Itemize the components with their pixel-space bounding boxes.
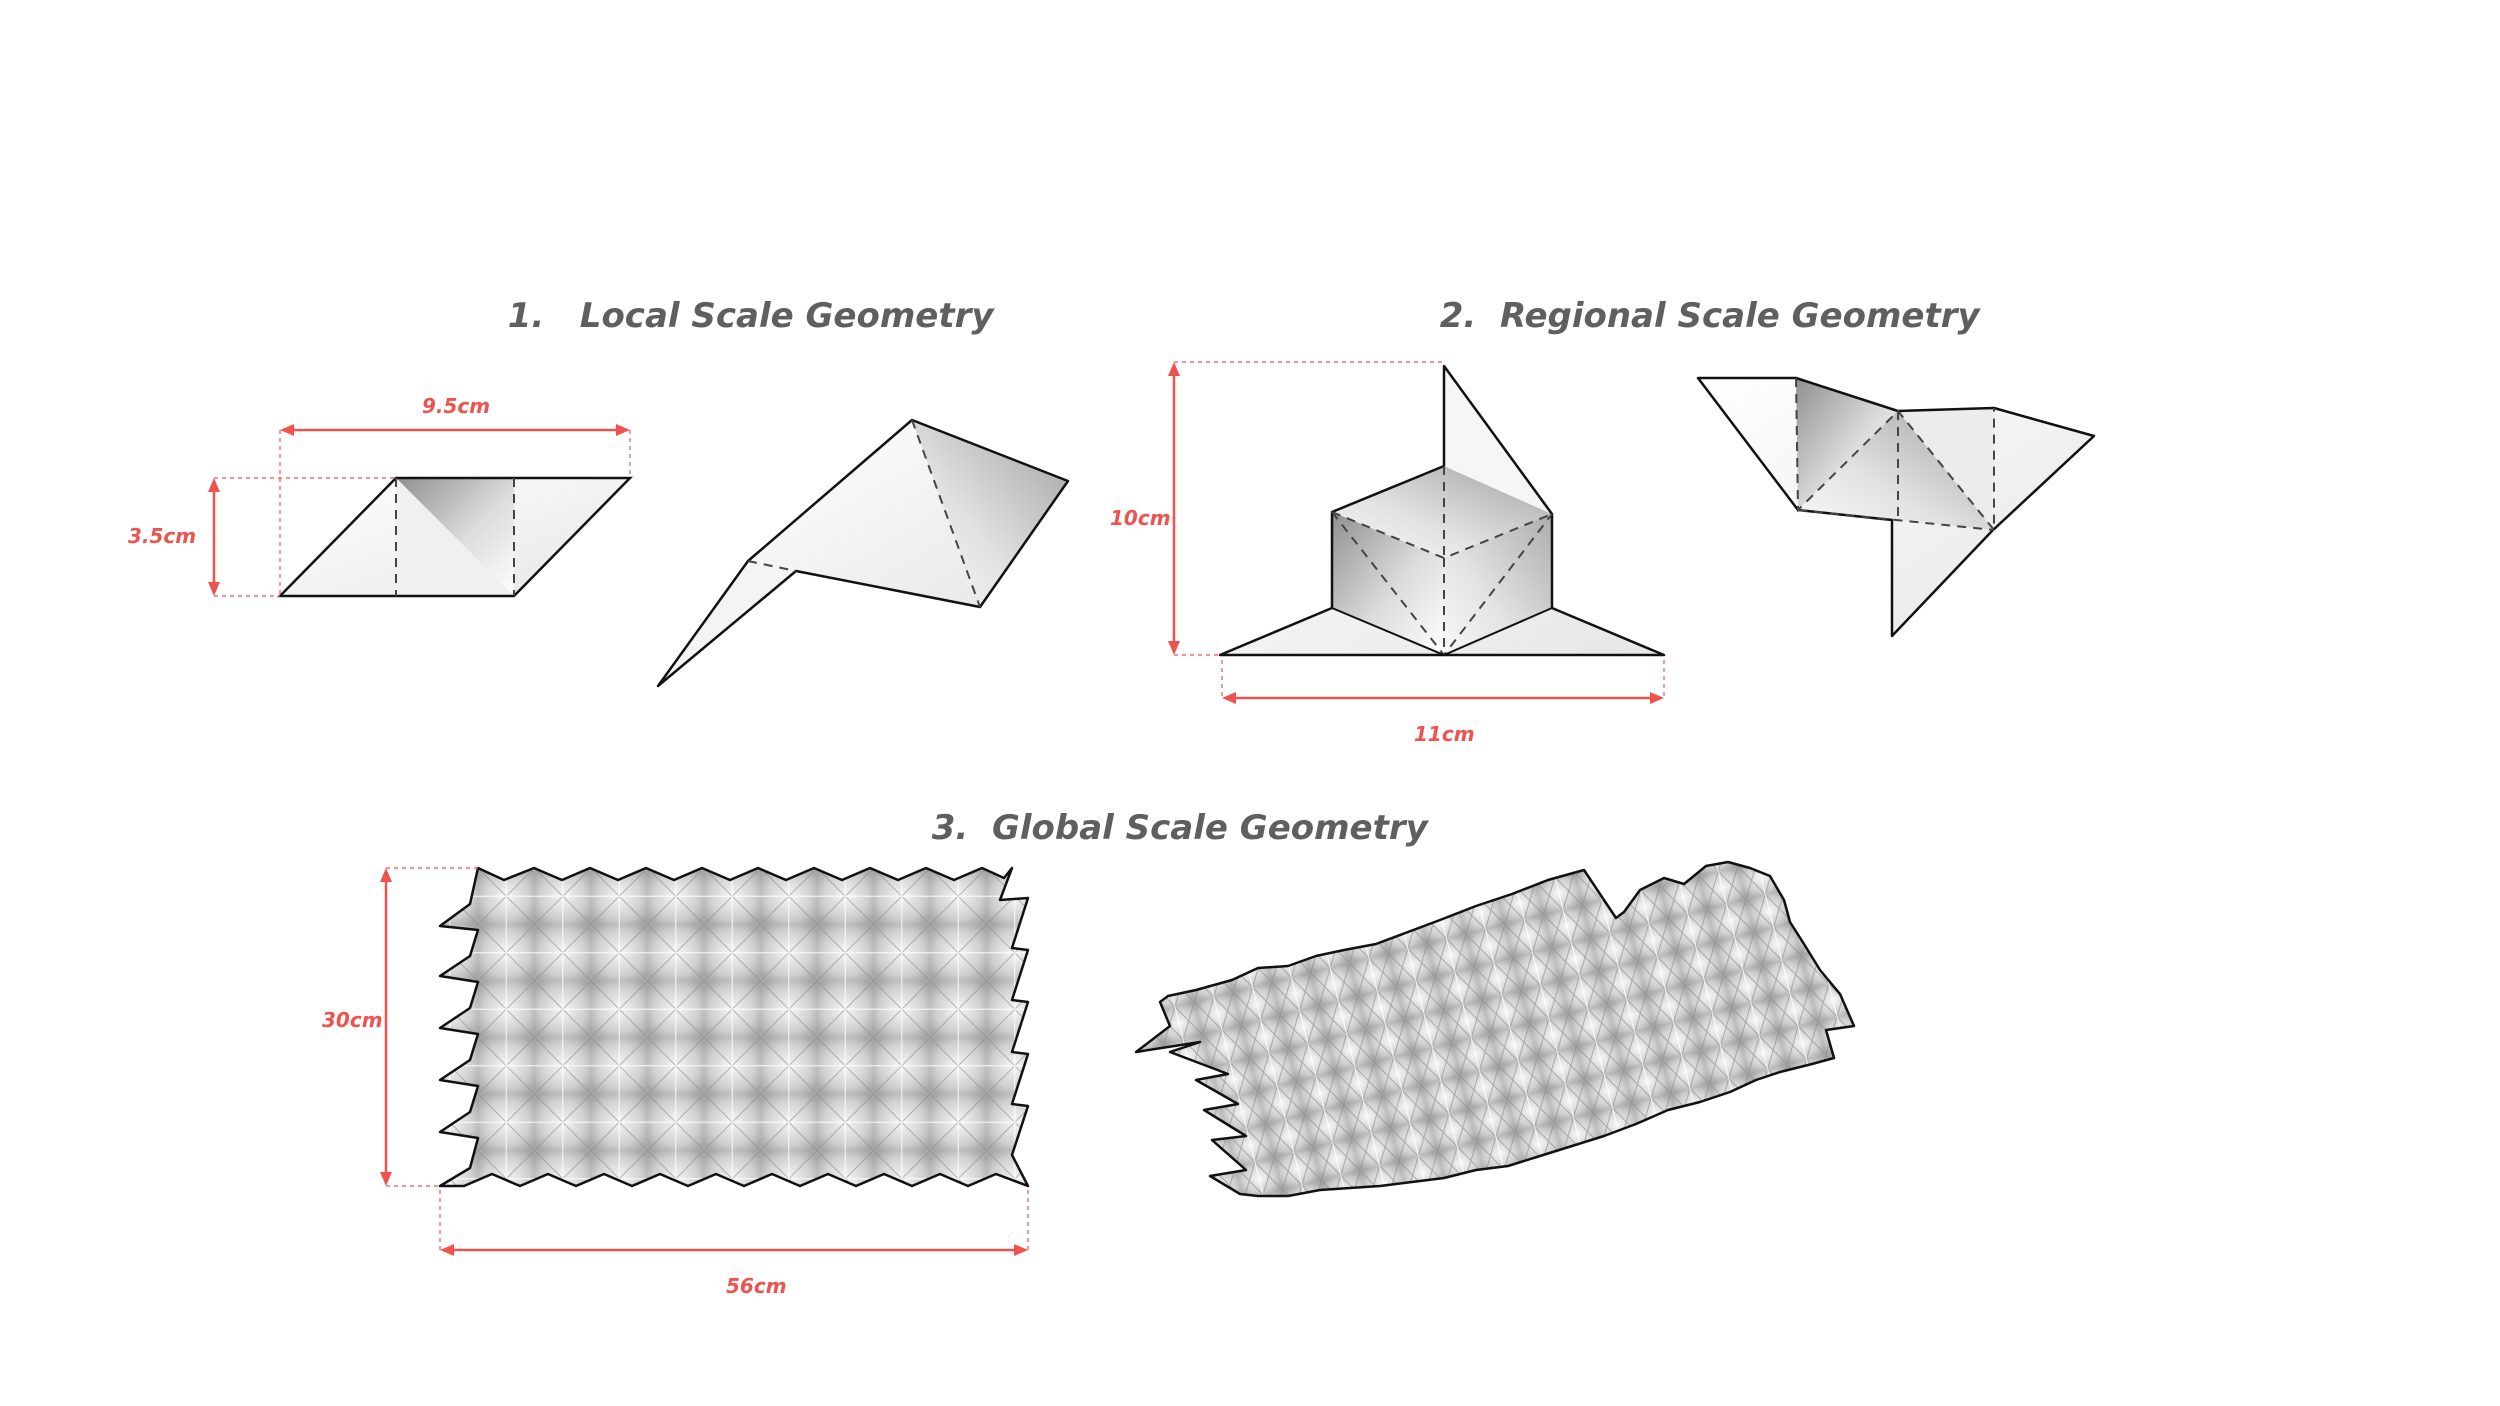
regional-height-label: 10cm <box>1110 506 1171 530</box>
regional-height-dimension <box>1168 361 1444 656</box>
section-title-local: 1. Local Scale Geometry <box>484 256 994 336</box>
local-flat-module <box>277 476 633 598</box>
local-height-label: 3.5cm <box>128 524 197 548</box>
section-label: Regional Scale Geometry <box>1499 296 1980 336</box>
regional-flat-module <box>1218 364 1666 657</box>
regional-width-dimension <box>1221 660 1665 704</box>
section-label: Global Scale Geometry <box>991 808 1428 848</box>
global-width-label: 56cm <box>726 1274 787 1298</box>
global-folded-sheet <box>1134 860 1856 1198</box>
section-number: 1. <box>507 296 545 336</box>
section-label: Local Scale Geometry <box>579 296 994 336</box>
regional-width-label: 11cm <box>1414 722 1475 746</box>
local-folded-module <box>656 418 1070 688</box>
section-title-regional: 2. Regional Scale Geometry <box>1416 256 1980 336</box>
global-width-dimension <box>439 1190 1029 1256</box>
local-height-dimension <box>208 477 396 597</box>
global-flat-sheet <box>438 866 1030 1188</box>
global-height-dimension <box>380 867 478 1187</box>
section-title-global: 3. Global Scale Geometry <box>908 768 1428 848</box>
section-number: 2. <box>1439 296 1477 336</box>
regional-folded-module <box>1696 376 2096 638</box>
global-height-label: 30cm <box>322 1008 383 1032</box>
local-width-label: 9.5cm <box>422 394 491 418</box>
local-width-dimension <box>279 424 631 596</box>
section-number: 3. <box>931 808 969 848</box>
